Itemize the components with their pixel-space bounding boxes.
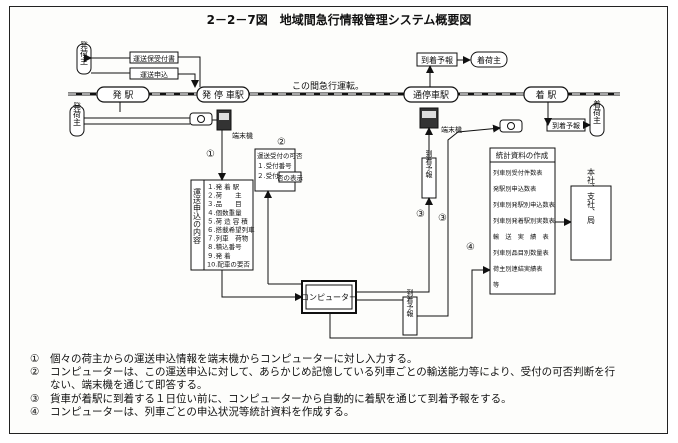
application-item: ９.発 着 xyxy=(207,251,231,260)
application-item: ２.荷 主 xyxy=(207,191,242,200)
head-office-box: 本社、支社、局 xyxy=(570,167,612,261)
svg-text:否の表示: 否の表示 xyxy=(277,173,304,182)
flow-line xyxy=(356,197,433,293)
application-item: ７.列車 荷物 xyxy=(207,234,249,243)
svg-text:通停車駅: 通停車駅 xyxy=(413,89,449,101)
svg-text:本社、支社、局: 本社、支社、局 xyxy=(587,167,596,225)
application-item: ８.積込番号 xyxy=(207,242,242,251)
stats-item: 列車別発着駅別実数表 xyxy=(493,217,555,225)
svg-text:運送申込: 運送申込 xyxy=(140,70,168,79)
svg-text:発 駅: 発 駅 xyxy=(113,89,134,101)
terminal-label: 端末機 xyxy=(441,125,462,134)
stats-item: 列車別品目別数量表 xyxy=(493,249,549,257)
hold-notice-box: 運送保受付書 xyxy=(129,51,179,64)
stats-item: 列車別発駅別申込数表 xyxy=(493,201,555,209)
stats-box: 統計資料の作成 列車別受付件数表発駅別申込数表列車別発駅別申込数表列車別発着駅別… xyxy=(489,147,556,295)
application-item: 10.配車の要否 xyxy=(207,259,250,268)
svg-text:到着予報: 到着予報 xyxy=(421,55,453,65)
note-number: ③ xyxy=(30,392,40,405)
svg-text:到着予報: 到着予報 xyxy=(406,289,414,318)
notes-list: ① 個々の荷主からの運送申込情報を端末機からコンピューターに対し入力する。 ② … xyxy=(30,353,660,419)
note-text: 個々の荷主からの運送申込情報を端末機からコンピューターに対し入力する。 xyxy=(50,353,418,365)
svg-text:発荷主: 発荷主 xyxy=(80,41,89,65)
note-number: ② xyxy=(30,366,40,379)
station-departure: 発 停 車駅 xyxy=(196,86,250,103)
telephone-icon xyxy=(189,112,213,126)
terminal-icon xyxy=(216,109,232,131)
note-item: ② コンピューターは、この運送申込に対して、あらかじめ記憶している列車ごとの輸送… xyxy=(30,366,660,379)
application-item: ３.品 目 xyxy=(207,200,242,208)
svg-text:到着予報: 到着予報 xyxy=(425,150,433,179)
flow-line xyxy=(417,124,501,317)
shipper-left-node: 発荷主 xyxy=(69,102,85,137)
note-item: ③ 貨車が着駅に到着する１日位い前に、コンピューターから自動的に着駅を通じて到着… xyxy=(30,393,660,406)
step-marker: ③ xyxy=(416,209,425,220)
stats-item: 荷主別連結実績表 xyxy=(493,265,543,273)
application-item: ４.個数重量 xyxy=(207,208,242,217)
svg-text:到着予報: 到着予報 xyxy=(552,121,580,130)
note-item: ① 個々の荷主からの運送申込情報を端末機からコンピューターに対し入力する。 xyxy=(30,353,660,366)
consignee-right-node: 着荷主 xyxy=(589,99,605,137)
figure-frame xyxy=(9,6,668,434)
svg-text:着荷主: 着荷主 xyxy=(593,99,602,124)
flow-line xyxy=(329,266,491,339)
step-marker: ① xyxy=(206,149,215,160)
arrival-notice-right-box: 到着予報 xyxy=(546,118,586,132)
application-item: ５.荷 造 容 積 xyxy=(207,216,248,225)
telephone-icon xyxy=(499,119,523,133)
figure-title: 2－2－7図 地域間急行情報管理システム概要図 xyxy=(207,12,472,27)
stats-item: 発駅別申込数表 xyxy=(493,185,536,193)
station-arrival: 着 駅 xyxy=(523,86,569,103)
svg-text:運送受付の可否: 運送受付の可否 xyxy=(257,151,303,160)
shipper-node: 発荷主 xyxy=(76,41,92,75)
note-item: ④ コンピューターは、列車ごとの申込状況等統計資料を作成する。 xyxy=(30,406,660,419)
stats-item: 輸 送 実 績 表 xyxy=(493,233,549,241)
terminal-icon xyxy=(419,107,439,129)
step-marker: ③ xyxy=(438,213,447,224)
computer-notice-box: 到着予報 xyxy=(402,289,418,336)
svg-text:運送保受付書: 運送保受付書 xyxy=(133,54,175,63)
svg-text:発 停 車駅: 発 停 車駅 xyxy=(202,89,244,101)
reply-box: 運送受付の可否 １.受付番号 ２.受付番号 否の表示 xyxy=(254,148,304,192)
express-label: この間急行運転。 xyxy=(292,80,364,92)
note-continuation: ない、端末機を通じて即答する。 xyxy=(50,379,208,392)
station-origin: 発 駅 xyxy=(96,86,150,103)
computer-box: コンピューター xyxy=(301,280,357,314)
step-marker: ② xyxy=(277,137,286,148)
svg-text:２.受付番号: ２.受付番号 xyxy=(257,171,292,180)
note-number: ④ xyxy=(30,405,40,418)
stats-item: 列車別受付件数表 xyxy=(493,169,543,177)
svg-text:コンピューター: コンピューター xyxy=(301,293,357,302)
svg-text:１.受付番号: １.受付番号 xyxy=(257,161,292,170)
application-heading: 運送申込の内容 xyxy=(193,188,202,245)
step-marker: ④ xyxy=(466,242,475,253)
stats-item: 等 xyxy=(493,281,499,289)
note-text: コンピューターは、列車ごとの申込状況等統計資料を作成する。 xyxy=(50,405,355,418)
application-item: ６.搭載希望列車 xyxy=(207,225,255,234)
svg-text:着荷主: 着荷主 xyxy=(477,55,501,65)
flow-line xyxy=(221,270,303,301)
consignee-node: 着荷主 xyxy=(470,51,508,68)
arrival-notice-top-box: 到着予報 xyxy=(416,52,458,67)
flow-line xyxy=(178,73,199,88)
station-transit: 通停車駅 xyxy=(403,86,459,103)
transport-application-box: 運送申込 xyxy=(129,67,179,80)
note-text: 貨車が着駅に到着する１日位い前に、コンピューターから自動的に着駅を通じて到着予報… xyxy=(50,392,512,405)
note-number: ① xyxy=(30,353,40,365)
note-text: コンピューターは、この運送申込に対して、あらかじめ記憶している列車ごとの輸送能力… xyxy=(50,366,616,379)
application-item: １.発 着 駅 xyxy=(207,182,240,191)
svg-text:統計資料の作成: 統計資料の作成 xyxy=(496,150,549,160)
svg-text:発荷主: 発荷主 xyxy=(73,102,82,126)
terminal-label: 端末機 xyxy=(232,131,253,140)
flow-line xyxy=(178,56,201,87)
svg-text:着 駅: 着 駅 xyxy=(536,89,557,101)
